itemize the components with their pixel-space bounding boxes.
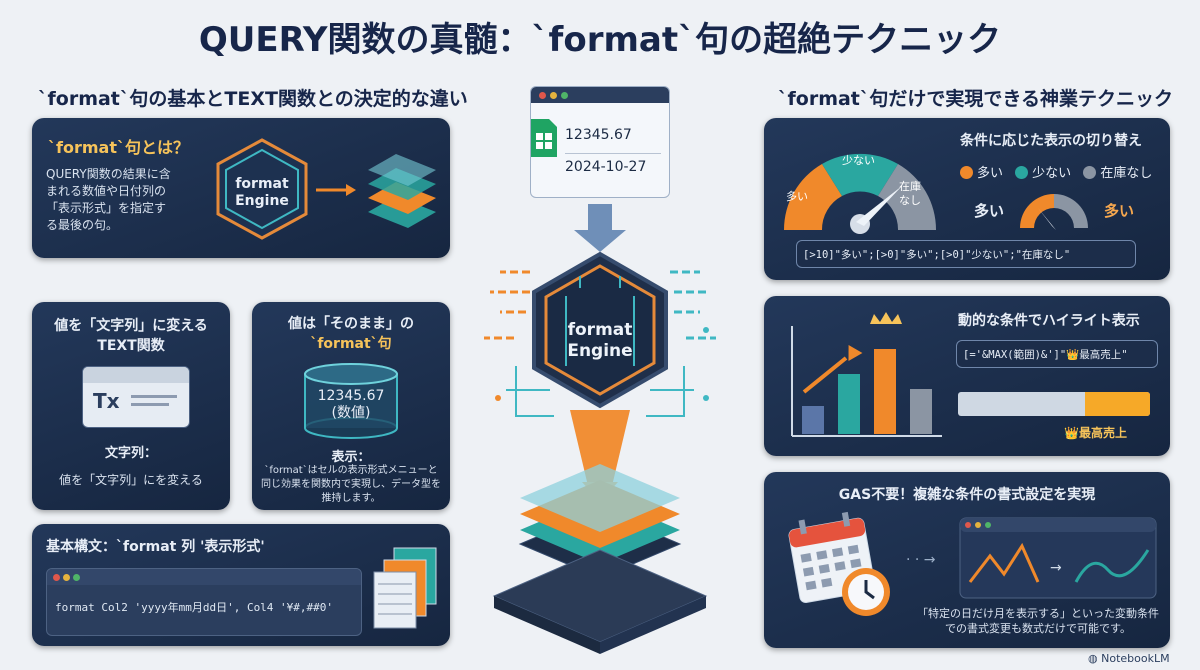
legend-label-many: 多い bbox=[977, 166, 1004, 181]
conditional-display-card: 多い 少ない 在庫 なし 条件に応じた表示の切り替え 多い 少ない 在庫なし 多… bbox=[764, 118, 1170, 280]
sheet-value-number: 12345.67 bbox=[565, 127, 632, 143]
center-engine-label: format bbox=[567, 320, 633, 340]
svg-text:→: → bbox=[1050, 560, 1062, 576]
format-value: 12345.67 bbox=[317, 388, 385, 404]
highlight-progress-bar bbox=[958, 392, 1150, 416]
engine-label: format bbox=[235, 176, 289, 192]
spreadsheet-icon bbox=[531, 119, 557, 157]
format-keeps-value-card: 値は「そのまま」の `format`句 12345.67 (数値) 表示： `f… bbox=[252, 302, 450, 510]
left-section-heading: `format`句の基本とTEXT関数との決定的な違い bbox=[38, 88, 468, 110]
text-icon-window: Tx bbox=[82, 366, 190, 428]
format-engine-illustration bbox=[484, 204, 716, 654]
stacked-sheets-icon bbox=[373, 547, 437, 629]
format-value-note: (数値) bbox=[331, 405, 371, 421]
legend-dot-many bbox=[960, 166, 973, 179]
format-card-title: 値は「そのまま」の bbox=[288, 316, 414, 332]
gauge-illustration bbox=[783, 153, 937, 234]
format-definition-card: `format`句とは？ QUERY関数の結果に含まれる数値や日付列の「表示形式… bbox=[32, 118, 450, 258]
code-window: format Col2 'yyyy年mm月dd日', Col4 '¥#,##0' bbox=[46, 568, 362, 636]
text-result-label: 文字列： bbox=[104, 446, 157, 461]
card-description: QUERY関数の結果に含まれる数値や日付列の「表示形式」を指定する最後の句。 bbox=[46, 167, 171, 232]
switch-code: [>10]"多い";[>0]"多い";[>0]"少ない";"在庫なし" bbox=[803, 249, 1071, 261]
legend-dot-none bbox=[1083, 166, 1097, 179]
mini-gauge-icon bbox=[1020, 194, 1088, 230]
svg-text:· · →: · · → bbox=[906, 552, 936, 568]
legend-dot-few bbox=[1015, 166, 1029, 179]
engine-transform-illustration bbox=[216, 138, 436, 240]
legend-label-none: 在庫なし bbox=[1100, 166, 1153, 181]
gauge-label-few: 少ない bbox=[842, 154, 875, 167]
gas-title: GAS不要！複雑な条件の書式設定を実現 bbox=[838, 487, 1096, 503]
gauge-label-none: なし bbox=[899, 194, 921, 207]
gauge-label-many: 多い bbox=[786, 190, 808, 203]
center-engine-label-2: Engine bbox=[567, 341, 633, 361]
highlight-card: 動的な条件でハイライト表示 [='&MAX(範囲)&']"👑最高売上" 👑最高売… bbox=[764, 296, 1170, 456]
brand-watermark: ◍ NotebookLM bbox=[1088, 652, 1170, 665]
syntax-code: format Col2 'yyyy年mm月dd日', Col4 '¥#,##0' bbox=[55, 601, 334, 614]
highlight-title: 動的な条件でハイライト表示 bbox=[958, 313, 1140, 329]
mini-gauge-left-label: 多い bbox=[974, 202, 1005, 220]
format-card-title-2: `format`句 bbox=[310, 336, 392, 352]
highlight-result: 👑最高売上 bbox=[1064, 426, 1127, 440]
switch-card-title: 条件に応じた表示の切り替え bbox=[960, 133, 1142, 149]
format-result-label: 表示： bbox=[331, 450, 371, 465]
format-change-illustration: · · → → bbox=[906, 517, 1157, 599]
text-result-desc: 値を「文字列」にを変える bbox=[59, 473, 203, 487]
syntax-title: 基本構文：`format 列 '表示形式' bbox=[46, 539, 265, 555]
legend: 多い 少ない 在庫なし bbox=[960, 162, 1152, 181]
switch-code-box: [>10]"多い";[>0]"多い";[>0]"少ない";"在庫なし" bbox=[796, 240, 1136, 268]
bar-3 bbox=[874, 349, 896, 434]
calendar-clock-icon bbox=[788, 511, 890, 616]
legend-label-few: 少ない bbox=[1032, 166, 1072, 181]
text-card-title-2: TEXT関数 bbox=[97, 338, 165, 354]
brand-icon: ◍ bbox=[1088, 652, 1098, 665]
gauge-label-stock: 在庫 bbox=[899, 180, 921, 193]
bar-1 bbox=[802, 406, 824, 434]
highlight-code-box: [='&MAX(範囲)&']"👑最高売上" bbox=[956, 340, 1158, 368]
brand-label: NotebookLM bbox=[1101, 652, 1170, 665]
card-title: `format`句とは？ bbox=[48, 138, 189, 157]
sheet-value-date: 2024-10-27 bbox=[565, 159, 647, 175]
text-function-card: 値を「文字列」に変える TEXT関数 Tx 文字列： 値を「文字列」にを変える bbox=[32, 302, 230, 510]
bar-2 bbox=[838, 374, 860, 434]
bar-chart-illustration bbox=[791, 312, 942, 437]
highlight-progress-fill bbox=[1084, 392, 1150, 416]
right-section-heading: `format`句だけで実現できる神業テクニック bbox=[778, 88, 1174, 110]
text-icon: Tx bbox=[93, 389, 120, 413]
text-card-title: 値を「文字列」に変える bbox=[54, 318, 208, 334]
engine-label-2: Engine bbox=[235, 193, 289, 209]
bar-4 bbox=[910, 389, 932, 434]
sheet-window: 12345.67 2024-10-27 bbox=[530, 86, 670, 198]
cylinder-icon bbox=[304, 363, 398, 439]
gas-free-card: GAS不要！複雑な条件の書式設定を実現 · · → → 「特定の日だけ月を表示す… bbox=[764, 472, 1170, 648]
syntax-card: 基本構文：`format 列 '表示形式' format Col2 'yyyy年… bbox=[32, 524, 450, 646]
mini-gauge-right-label: 多い bbox=[1104, 202, 1135, 220]
highlight-code: [='&MAX(範囲)&']"👑最高売上" bbox=[963, 349, 1128, 361]
format-result-desc: `format`はセルの表示形式メニューと同じ効果を関数内で実現し、データ型を推… bbox=[261, 465, 441, 504]
gas-desc: 「特定の日だけ月を表示する」といった変動条件での書式変更も数式だけで可能です。 bbox=[917, 607, 1159, 635]
page-title: QUERY関数の真髄：`format`句の超絶テクニック bbox=[198, 20, 1002, 60]
